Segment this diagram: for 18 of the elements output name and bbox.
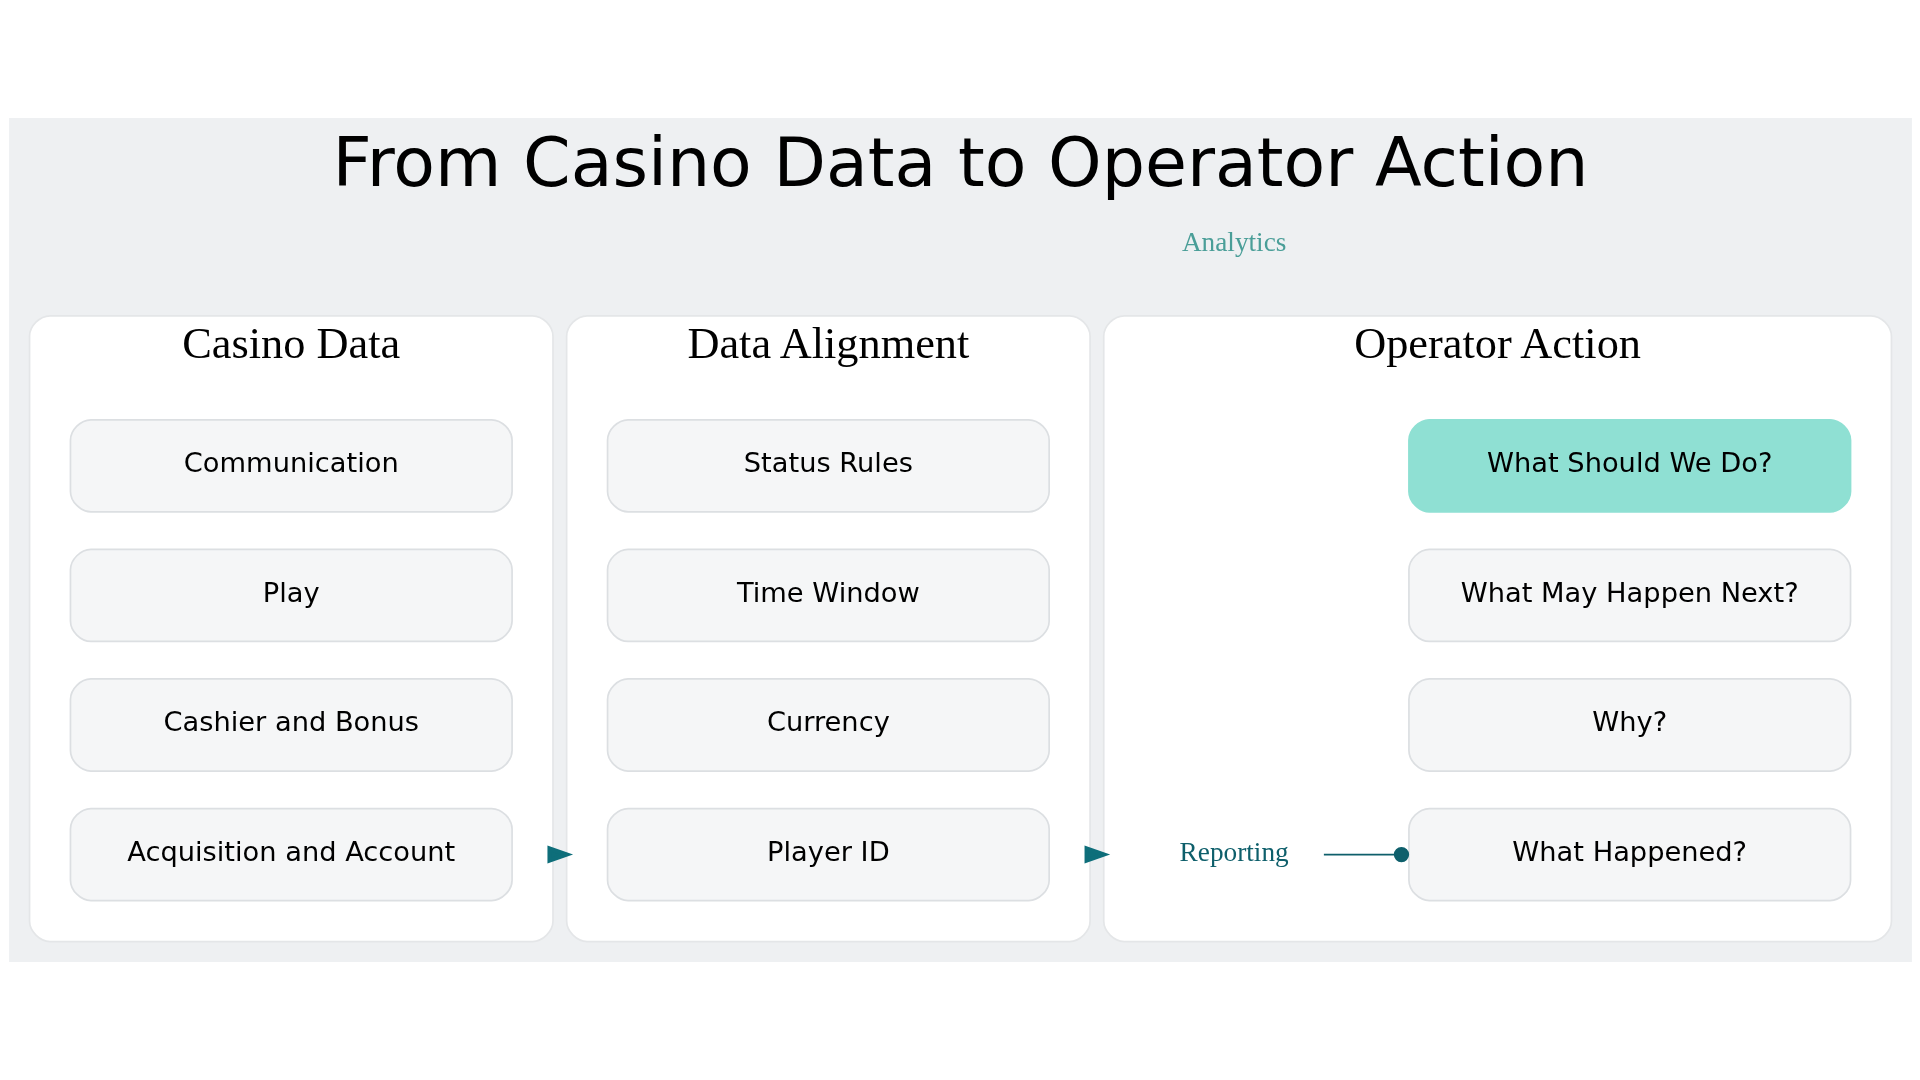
node-box: Currency xyxy=(606,678,1050,772)
node-text: Reporting xyxy=(1179,837,1289,868)
label: Analytics xyxy=(1181,226,1286,257)
node-box: Play xyxy=(69,548,513,643)
node-box: What Should We Do? xyxy=(1407,418,1851,513)
node-box: Acquisition and Account xyxy=(69,807,513,902)
arrow xyxy=(1084,845,1110,864)
node-box: Communication xyxy=(69,418,513,513)
diagram-title: From Casino Data to Operator Action xyxy=(331,123,1589,203)
node-box: Cashier and Bonus xyxy=(69,678,513,772)
node-box: Time Window xyxy=(606,548,1050,643)
node-box: What Happened? xyxy=(1407,807,1851,902)
node-box: Status Rules xyxy=(606,418,1050,513)
node-box: Why? xyxy=(1407,678,1851,772)
connector xyxy=(1322,846,1409,863)
arrow xyxy=(546,845,573,864)
node-box: What May Happen Next? xyxy=(1407,548,1851,643)
node-box: Player ID xyxy=(606,807,1050,902)
